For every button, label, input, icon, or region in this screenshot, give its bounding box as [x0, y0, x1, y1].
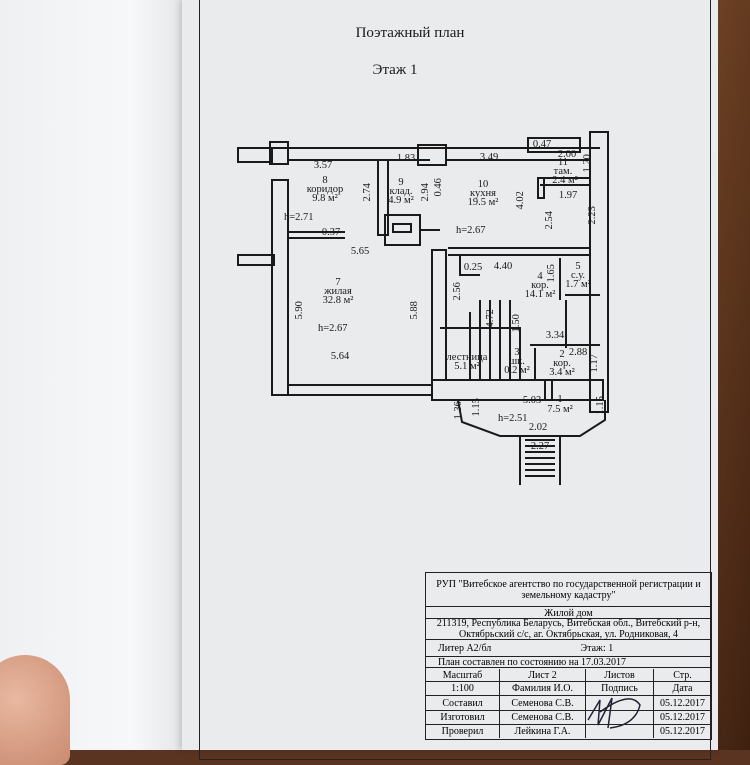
- stamp-cell: 1:100: [426, 682, 500, 695]
- room-3-area: 0.2 м²: [504, 365, 530, 376]
- height-label: h=2.67: [456, 225, 486, 236]
- room-7-area: 32.8 м²: [322, 295, 354, 306]
- stamp-liter: Литер А2/бл: [438, 643, 492, 654]
- dimension: 2.02: [528, 422, 548, 433]
- dimension: 1.83: [396, 153, 416, 164]
- room-7-number: 7: [335, 277, 341, 288]
- stamp-org: РУП "Витебское агентство по государствен…: [426, 573, 711, 607]
- room-10-area: 19.5 м²: [467, 197, 499, 208]
- dimension: 5.03: [522, 395, 542, 406]
- stamp-cell: Масштаб: [426, 669, 500, 681]
- room-11-number: 11: [557, 157, 569, 168]
- stamp-cell: Подпись: [586, 682, 654, 695]
- room-4-area: 14.1 м²: [524, 289, 556, 300]
- room-5-name: с.у.: [570, 270, 586, 281]
- stamp-address: 211319, Республика Беларусь, Витебская о…: [426, 618, 711, 640]
- dimension: 2.88: [568, 347, 588, 358]
- stamp-cell: 05.12.2017: [660, 712, 705, 723]
- stamp-state: План составлен по состоянию на 17.03.201…: [426, 657, 711, 668]
- left-page: [0, 0, 190, 750]
- dimension: 0.25: [463, 262, 483, 273]
- dimension: 3.49: [479, 152, 499, 163]
- stamp-cell: Лейкина Г.А.: [500, 725, 586, 738]
- room-2-area: 3.4 м²: [549, 367, 575, 378]
- stamp-cell: Семенова С.В.: [500, 696, 586, 710]
- room-5-area: 1.7 м²: [565, 279, 591, 290]
- stamp-cell: Лист 2: [500, 669, 586, 681]
- dimension: 1.97: [558, 190, 578, 201]
- dimension: 5.65: [350, 246, 370, 257]
- stamp-floor: Этаж: 1: [580, 643, 614, 654]
- room-8-name: коридор: [306, 184, 344, 195]
- height-label: h=2.71: [284, 212, 314, 223]
- signature-cell: [586, 725, 654, 738]
- room-11-area: 2.4 м²: [552, 175, 578, 186]
- stamp-cell: Дата: [672, 683, 693, 694]
- floor-label: Этаж 1: [372, 62, 418, 78]
- room-8-number: 8: [322, 175, 328, 186]
- hand: [0, 655, 70, 765]
- dimension: 4.40: [493, 261, 513, 272]
- dimension: 2.00: [557, 149, 577, 160]
- room-3-name: шк.: [509, 356, 525, 367]
- stamp-cell: Составил: [426, 696, 500, 710]
- stamp-cell: Семенова С.В.: [500, 711, 586, 724]
- room-2-number: 2: [559, 349, 565, 360]
- stamp-cell: Проверил: [426, 725, 500, 738]
- room-10-number: 10: [477, 179, 489, 190]
- room-stairs-area: 5.1 м²: [454, 361, 480, 372]
- room-9-number: 9: [398, 177, 404, 188]
- title-block: РУП "Витебское агентство по государствен…: [425, 572, 712, 740]
- stamp-object: Жилой дом: [426, 608, 711, 619]
- stamp-cell: Изготовил: [426, 711, 500, 724]
- height-label: h=2.67: [318, 323, 348, 334]
- stamp-cell: Листов: [586, 669, 654, 681]
- stamp-cell: Стр.: [673, 669, 692, 681]
- stamp-cell: Фамилия И.О.: [500, 682, 586, 695]
- room-1-area: 7.5 м²: [547, 404, 573, 415]
- plan-title: Поэтажный план: [355, 25, 465, 41]
- signature-cell: [586, 696, 654, 710]
- stamp-cell: 05.12.2017: [660, 726, 705, 737]
- room-9-area: 4.9 м²: [388, 195, 414, 206]
- room-9-name: клад.: [389, 186, 413, 197]
- room-stairs-name: лестница: [446, 352, 488, 363]
- dimension: 2.27: [530, 441, 550, 452]
- dimension: 3.57: [313, 160, 333, 171]
- room-5-number: 5: [575, 261, 581, 272]
- room-3-number: 3: [514, 347, 520, 358]
- dimension: 5.64: [330, 351, 350, 362]
- room-8-area: 9.8 м²: [312, 193, 338, 204]
- signature-cell: [586, 711, 654, 724]
- room-10-name: кухня: [470, 188, 496, 199]
- room-4-name: кор.: [531, 280, 549, 291]
- stamp-cell: 05.12.2017: [660, 697, 705, 709]
- height-label: h=2.51: [498, 413, 528, 424]
- dimension: 3.34: [545, 330, 565, 341]
- room-7-name: жилая: [324, 286, 352, 297]
- room-2-name: кор.: [553, 358, 571, 369]
- room-1-number: 1: [557, 394, 563, 405]
- room-4-number: 4: [537, 271, 543, 282]
- dimension: 0.37: [321, 227, 341, 238]
- dimension: 0.47: [532, 139, 552, 150]
- room-11-name: там.: [553, 166, 573, 177]
